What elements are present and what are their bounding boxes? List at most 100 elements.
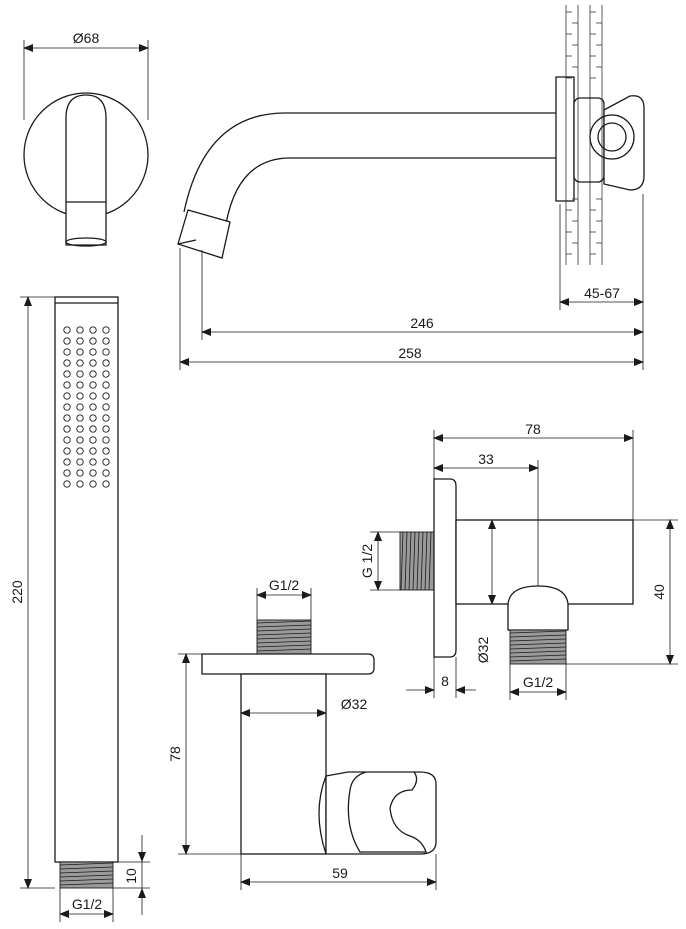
label-elbow-height: 40: [651, 584, 667, 600]
nozzle-hole: [76, 370, 84, 378]
spout-side-view: [177, 5, 645, 265]
nozzle-hole: [102, 469, 110, 477]
nozzle-hole: [102, 425, 110, 433]
nozzle-hole: [63, 326, 71, 334]
spout-front-view: [23, 92, 149, 247]
nozzle-hole: [89, 403, 97, 411]
label-holder-diameter: Ø32: [341, 696, 368, 712]
label-elbow-flange-thickness: 8: [441, 673, 449, 689]
handshower: [54, 296, 119, 889]
label-handshower-length: 220: [9, 580, 25, 604]
dim-holder-height: 78: [167, 653, 241, 855]
nozzle-hole: [76, 381, 84, 389]
nozzle-hole: [89, 381, 97, 389]
dim-holder-width: 59: [240, 854, 437, 890]
label-elbow-outlet-thread: G1/2: [523, 674, 554, 690]
nozzle-hole: [76, 480, 84, 488]
dim-elbow-outlet-offset: 33: [433, 451, 539, 586]
label-flange-diameter: Ø68: [73, 30, 100, 46]
nozzle-hole: [63, 447, 71, 455]
dim-elbow-outlet-thread: G1/2: [509, 664, 567, 700]
nozzle-hole: [102, 381, 110, 389]
label-handshower-thread: G1/2: [72, 896, 103, 912]
dim-holder-thread: G1/2: [256, 577, 312, 620]
nozzle-hole: [76, 436, 84, 444]
nozzle-hole: [76, 348, 84, 356]
dim-elbow-flange-thickness: 8: [406, 657, 476, 698]
nozzle-hole: [89, 458, 97, 466]
nozzle-hole: [102, 348, 110, 356]
nozzle-hole: [102, 436, 110, 444]
nozzle-hole: [89, 414, 97, 422]
nozzle-hole: [89, 370, 97, 378]
label-holder-thread: G1/2: [269, 577, 300, 593]
dim-overall-length: 258: [179, 248, 644, 370]
nozzle-hole: [76, 469, 84, 477]
nozzle-hole: [63, 370, 71, 378]
nozzle-hole: [76, 458, 84, 466]
nozzle-hole: [76, 403, 84, 411]
label-wall-range: 45-67: [584, 285, 620, 301]
nozzle-hole: [102, 326, 110, 334]
dim-flange-diameter: Ø68: [23, 30, 149, 120]
label-elbow-inlet-thread: G 1/2: [359, 544, 375, 578]
label-elbow-outlet-diameter: Ø32: [475, 637, 491, 664]
nozzle-hole: [89, 480, 97, 488]
nozzle-hole: [89, 469, 97, 477]
nozzle-hole: [102, 447, 110, 455]
nozzle-hole: [63, 480, 71, 488]
nozzle-hole: [89, 436, 97, 444]
nozzle-hole: [89, 392, 97, 400]
nozzle-hole: [102, 337, 110, 345]
label-spout-projection: 246: [410, 315, 434, 331]
nozzle-hole: [63, 348, 71, 356]
nozzle-hole: [102, 392, 110, 400]
nozzle-hole: [63, 469, 71, 477]
nozzle-hole: [63, 425, 71, 433]
dim-elbow-inlet-thread: G 1/2: [359, 531, 400, 591]
dim-holder-diameter: Ø32: [240, 696, 368, 717]
nozzle-hole: [89, 326, 97, 334]
label-elbow-outlet-offset: 33: [478, 451, 494, 467]
nozzle-hole: [76, 337, 84, 345]
nozzle-hole: [102, 403, 110, 411]
dim-wall-range: 45-67: [559, 194, 644, 370]
nozzle-hole: [102, 414, 110, 422]
label-holder-width: 59: [332, 865, 348, 881]
nozzle-hole: [63, 359, 71, 367]
nozzle-hole: [89, 425, 97, 433]
dim-elbow-length: 78: [433, 421, 634, 520]
nozzle-hole: [89, 337, 97, 345]
nozzle-hole: [102, 480, 110, 488]
dim-handshower-thread-length: 10: [113, 835, 150, 915]
label-elbow-length: 78: [525, 421, 541, 437]
nozzle-hole: [63, 403, 71, 411]
nozzle-hole: [89, 359, 97, 367]
handshower-nozzles: [63, 326, 110, 488]
label-holder-height: 78: [167, 746, 183, 762]
nozzle-hole: [76, 326, 84, 334]
nozzle-hole: [76, 425, 84, 433]
nozzle-hole: [63, 458, 71, 466]
nozzle-hole: [63, 381, 71, 389]
nozzle-hole: [102, 359, 110, 367]
nozzle-hole: [76, 392, 84, 400]
nozzle-hole: [76, 359, 84, 367]
wall-holder: [201, 619, 437, 855]
nozzle-hole: [63, 337, 71, 345]
dim-elbow-outlet-diameter: Ø32: [475, 519, 496, 664]
nozzle-hole: [89, 348, 97, 356]
label-overall-length: 258: [398, 345, 422, 361]
label-handshower-thread-length: 10: [123, 868, 139, 884]
dim-elbow-height: 40: [566, 519, 678, 665]
dim-spout-projection: 246: [201, 250, 644, 340]
dim-handshower-thread: G1/2: [59, 888, 114, 922]
elbow-outlet: [399, 478, 634, 665]
nozzle-hole: [63, 436, 71, 444]
nozzle-hole: [63, 392, 71, 400]
dim-handshower-length: 220: [9, 296, 55, 889]
nozzle-hole: [76, 447, 84, 455]
nozzle-hole: [102, 370, 110, 378]
nozzle-hole: [63, 414, 71, 422]
